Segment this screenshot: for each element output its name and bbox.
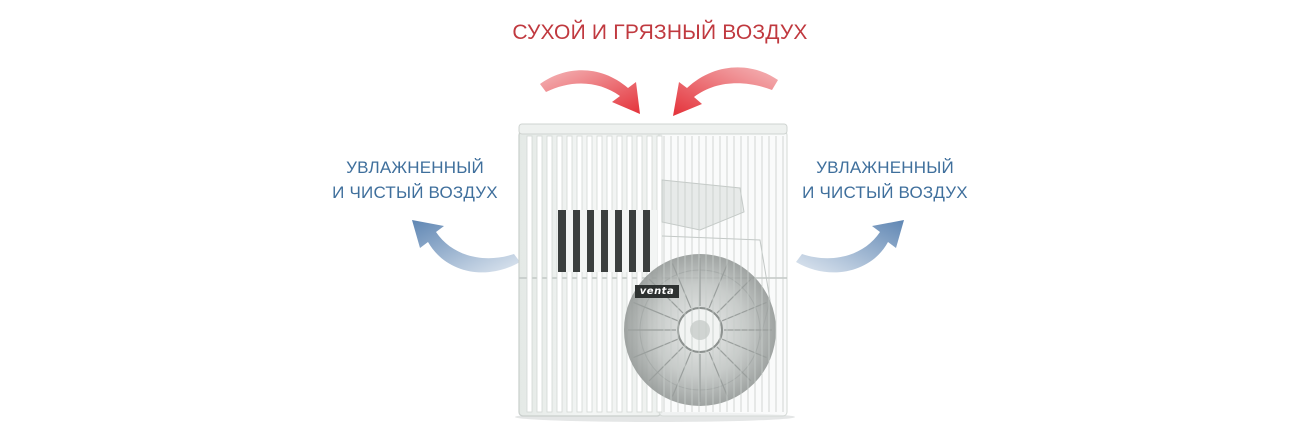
disc-spoke	[633, 338, 679, 359]
disc-spoke	[671, 263, 692, 309]
device-rib	[626, 135, 633, 413]
clean-air-label-left-line2: И ЧИСТЫЙ ВОЗДУХ	[332, 183, 498, 202]
grille-bar	[594, 210, 601, 272]
disc-spoke	[721, 301, 767, 322]
device-rib	[586, 135, 593, 413]
device-rib	[536, 135, 543, 413]
device-rib	[526, 135, 533, 413]
brand-logo	[635, 285, 679, 298]
disc-spoke	[671, 351, 692, 397]
clean-air-label-right-line2: И ЧИСТЫЙ ВОЗДУХ	[802, 183, 968, 202]
grille-bar	[650, 210, 657, 272]
brand-logo-text: venta	[639, 286, 675, 297]
device-rib	[556, 135, 563, 413]
disc-spoke	[721, 338, 767, 359]
disc-spoke	[648, 346, 684, 382]
grille-bar	[636, 210, 643, 272]
outflow-arrow-right	[796, 220, 904, 273]
grille-bar	[566, 210, 573, 272]
device-rib	[616, 135, 623, 413]
disc-spoke	[708, 263, 729, 309]
device-rib	[606, 135, 613, 413]
dry-air-label: СУХОЙ И ГРЯЗНЫЙ ВОЗДУХ	[512, 21, 808, 44]
device-rib	[546, 135, 553, 413]
outflow-arrow-left	[412, 220, 520, 273]
disc-spoke	[708, 351, 729, 397]
grille-bar	[580, 210, 587, 272]
device-rib	[576, 135, 583, 413]
grille-bar	[608, 210, 615, 272]
device-rib	[596, 135, 603, 413]
air-washer-device	[515, 123, 795, 422]
inflow-arrow-left	[540, 70, 640, 114]
device-rib	[566, 135, 573, 413]
humidifier-disc-stack	[624, 254, 776, 406]
inflow-arrow-right	[673, 67, 778, 116]
grille-bar	[622, 210, 629, 272]
clean-air-label-left-line1: УВЛАЖНЕННЫЙ	[346, 158, 484, 177]
clean-air-label-left: УВЛАЖНЕННЫЙ И ЧИСТЫЙ ВОЗДУХ	[320, 155, 510, 205]
clean-air-label-right: УВЛАЖНЕННЫЙ И ЧИСТЫЙ ВОЗДУХ	[790, 155, 980, 205]
clean-air-label-right-line1: УВЛАЖНЕННЫЙ	[816, 158, 954, 177]
device-rib	[636, 135, 643, 413]
disc-spoke	[633, 301, 679, 322]
